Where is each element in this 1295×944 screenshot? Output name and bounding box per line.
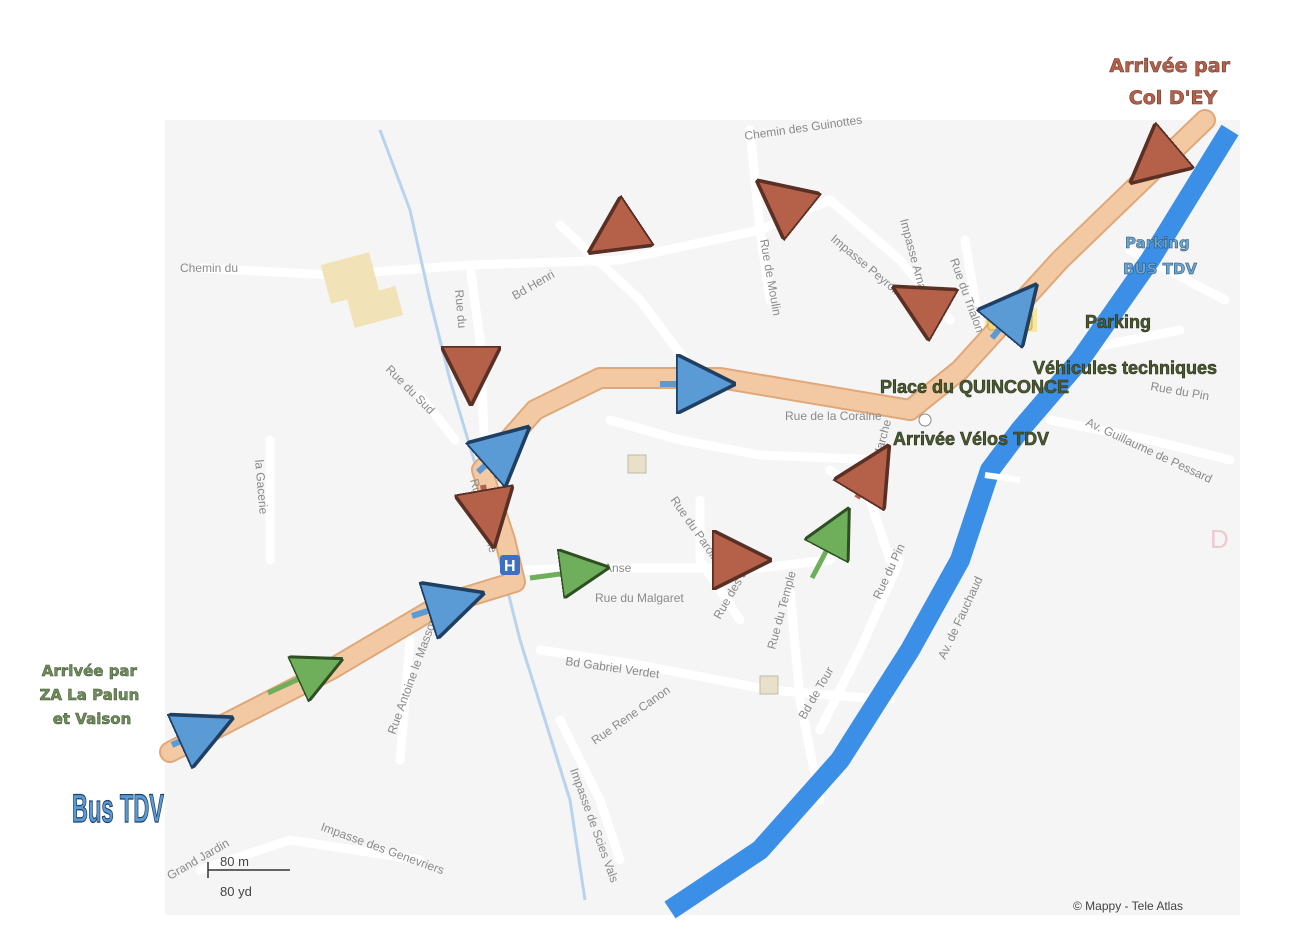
blue-arrow: [478, 442, 512, 472]
copyright-text: © Mappy - Tele Atlas: [1073, 899, 1183, 913]
green-arrows: [266, 525, 840, 693]
river: [664, 124, 1239, 919]
svg-text:H: H: [504, 558, 516, 575]
street-label: Rue de la Coraine: [785, 409, 882, 423]
arrival-za-label: Arrivée par ZA La Palun et Vaison: [39, 662, 144, 728]
scale-bar: 80 m 80 yd: [207, 854, 290, 899]
street-label: Rue du: [452, 289, 469, 329]
edge-letter: D: [1210, 524, 1229, 554]
street-label: Chemin du: [180, 261, 238, 275]
red-arrow: [775, 195, 800, 215]
arrival-col-label: Arrivée par Col D'EY: [1109, 55, 1236, 109]
bus-tdv-label: Bus TDV: [72, 787, 164, 831]
place-quinconce-label: Place du QUINCONCE: [880, 377, 1069, 397]
blue-arrows: [172, 302, 1022, 745]
red-arrow: [608, 222, 635, 240]
arrivee-velos-label: Arrivée Vélos TDV: [893, 429, 1049, 449]
scale-metric: 80 m: [220, 854, 249, 869]
green-arrow: [529, 570, 590, 578]
blue-arrow: [411, 600, 462, 616]
red-arrow: [857, 465, 877, 498]
red-arrow: [913, 298, 943, 315]
place-marker: [918, 413, 932, 427]
building-blocks: [320, 252, 1037, 695]
red-arrow: [1148, 145, 1175, 168]
blue-arrow: [172, 727, 212, 745]
street-label: la Gacerie: [252, 459, 271, 515]
blue-arrow: [992, 302, 1022, 338]
green-arrow: [812, 525, 840, 580]
parking-vehicules-label: Parking Véhicules techniques: [1033, 312, 1217, 378]
parking-bus-label: Parking BUS TDV: [1123, 234, 1197, 278]
green-arrow: [266, 667, 325, 693]
red-arrow: [483, 485, 490, 525]
hospital-icon: H: [500, 555, 520, 575]
street-label: Rue du Malgaret: [595, 591, 684, 605]
street-label: d'Anse: [595, 561, 632, 575]
red-arrows: [471, 145, 1175, 560]
scale-imperial: 80 yd: [220, 884, 252, 899]
